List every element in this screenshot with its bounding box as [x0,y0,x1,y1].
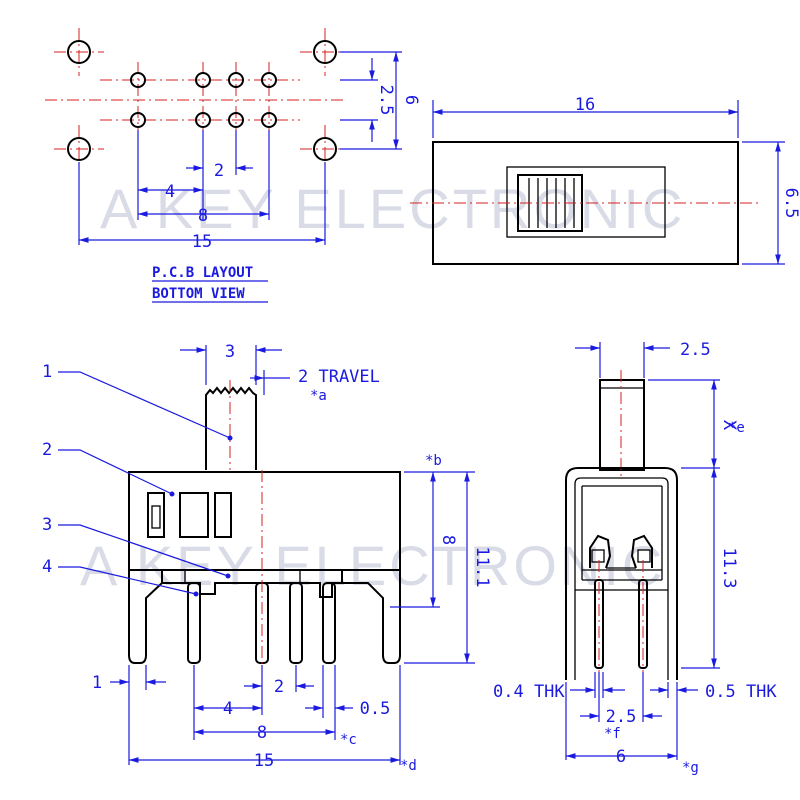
pin [289,582,303,664]
mount-hole [67,137,91,161]
pin-hole [195,72,211,88]
callout-1: 1 [42,362,52,382]
pcb-title: P.C.B LAYOUT [152,265,253,281]
pin-hole [261,112,277,128]
dim-width-6: 6 [616,747,626,767]
note-c: *c [340,732,357,748]
dim-thk-0-4: 0.4 THK [493,682,565,702]
dim-span-15-front: 15 [254,751,274,771]
mount-hole [313,40,337,64]
window [214,492,232,538]
pin-hole [130,112,146,128]
front-view: 3 2 TRAVEL *a 1 2 3 4 *b 8 11.1 1 [42,342,492,774]
pin-hole [195,112,211,128]
pin-side [594,579,604,669]
dim-span-8: 8 [198,206,208,226]
dim-thk-0-5: 0.5 [360,699,391,719]
dim-span-4-front: 4 [223,699,233,719]
dim-pitch-2-5: 2.5 [606,707,637,727]
pcb-subtitle: BOTTOM VIEW [152,286,245,302]
dim-pitch-2-front: 2 [274,677,284,697]
dim-height-8: 8 [438,535,458,545]
mount-hole [313,137,337,161]
window [147,492,165,538]
pin-hole [130,72,146,88]
pin-hole [261,72,277,88]
top-view: 16 6.5 [410,95,800,265]
callout-4: 4 [42,557,52,577]
dim-pitch-2: 2 [214,161,224,181]
dim-span-4: 4 [165,182,175,202]
note-b: *b [425,453,442,469]
note-g: *g [682,760,699,776]
pin-side [638,579,648,669]
callout-2: 2 [42,440,52,460]
pin [187,582,201,664]
dim-actuator-3: 3 [225,342,235,362]
dim-width-6-5: 6.5 [781,188,800,219]
dim-thk-0-5-side: 0.5 THK [705,682,777,702]
actuator-side [599,379,645,471]
dim-pin-1: 1 [92,673,102,693]
pin [322,582,336,664]
watermark: A KEY ELECTRONIC [100,177,685,240]
mount-hole [67,40,91,64]
dim-x: X [719,420,739,431]
dim-span-8-front: 8 [257,723,267,743]
dim-span-15: 15 [192,232,212,252]
note-d: *d [400,758,417,774]
dim-height-11-1: 11.1 [472,547,492,588]
dim-actuator-2-5: 2.5 [680,340,711,360]
pin-hole [228,112,244,128]
dim-row-2-5: 2.5 [376,85,396,116]
switch-body-front [128,471,401,571]
dim-length-16: 16 [575,95,595,115]
note-e: *e [728,420,745,436]
window [179,492,209,538]
pin-hole [228,72,244,88]
dim-row-6: 6 [401,95,421,105]
note-f: *f [604,726,621,742]
dim-height-11-3: 11.3 [719,548,739,589]
callout-3: 3 [42,515,52,535]
pcb-layout: 2.5 6 2 4 8 15 P.C.B LAYOUT BOTTOM VIEW [45,28,421,303]
slider-slot [506,166,666,238]
side-view: 2.5 X *e 11.3 0.4 THK 0.5 THK 2.5 *f 6 *… [493,340,777,776]
note-a: *a [310,388,327,404]
dim-travel: 2 TRAVEL [298,367,380,387]
